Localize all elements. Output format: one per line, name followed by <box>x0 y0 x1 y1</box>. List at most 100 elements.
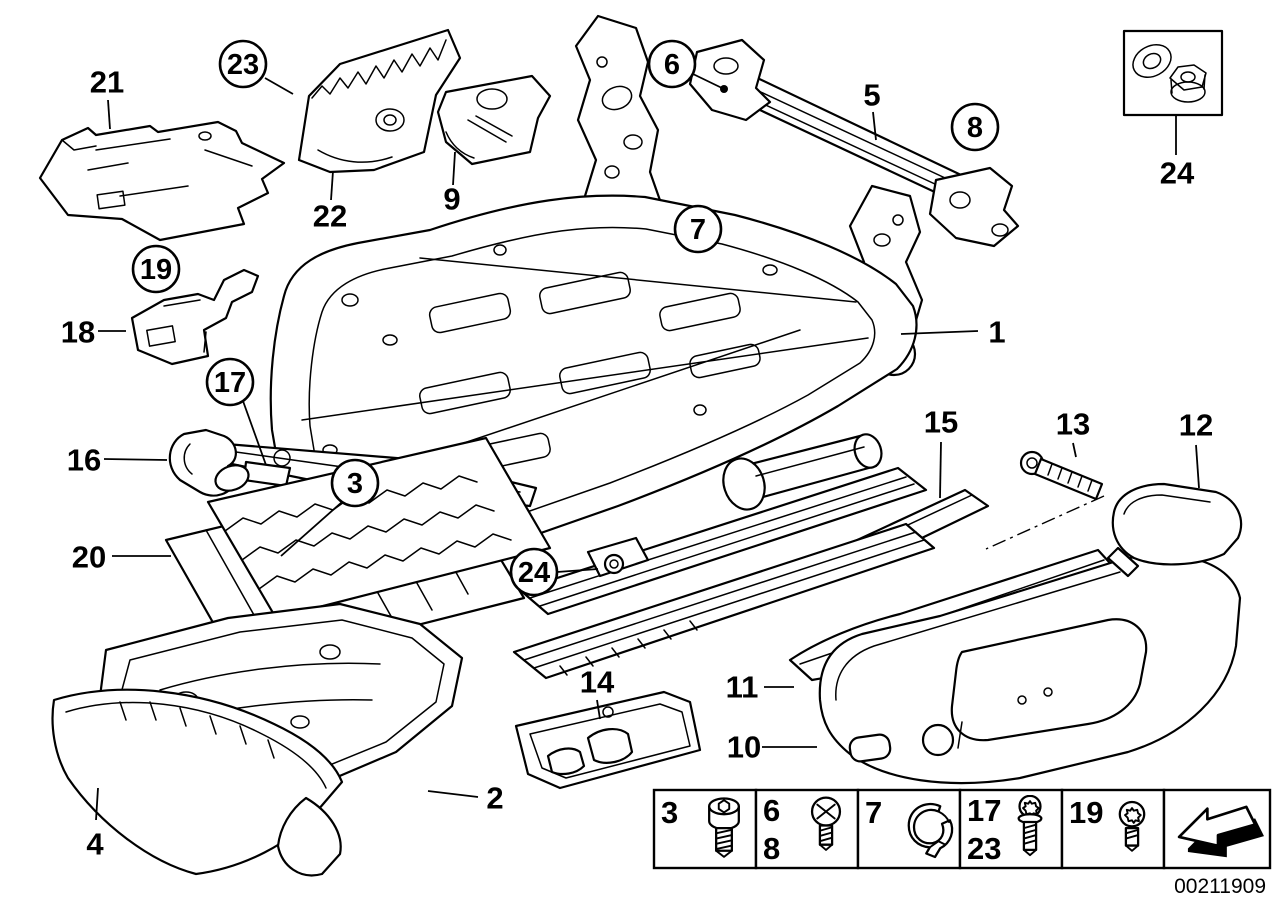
nav-arrow-box[interactable] <box>1162 788 1272 870</box>
legend-cell-7[interactable]: 7 <box>856 788 962 870</box>
legend-cell-6-8[interactable]: 68 <box>754 788 860 870</box>
legend-cell-3[interactable]: 3 <box>652 788 758 870</box>
callout-15[interactable]: 15 <box>924 405 958 499</box>
callout-21[interactable]: 21 <box>90 65 124 130</box>
bracket-18-drawing <box>130 268 260 366</box>
callout-label: 14 <box>580 665 615 700</box>
callout-circle <box>218 39 268 89</box>
leader-dot <box>720 85 728 93</box>
callout-label: 24 <box>1160 156 1195 191</box>
callout-5[interactable]: 5 <box>863 78 881 141</box>
callout-19[interactable]: 19 <box>131 244 181 294</box>
leader-line <box>103 458 168 461</box>
callout-label: 7 <box>690 214 706 246</box>
callout-13[interactable]: 13 <box>1056 407 1090 458</box>
leader-line <box>330 170 334 201</box>
callout-label: 16 <box>67 443 101 478</box>
fastener-box-24-drawing <box>1122 29 1224 117</box>
callout-2[interactable]: 2 <box>427 781 504 816</box>
legend-cell-border <box>1060 788 1166 870</box>
callout-20[interactable]: 20 <box>72 540 171 575</box>
callout-label: 12 <box>1179 408 1213 443</box>
callout-circle <box>647 39 697 89</box>
brace-bracket-8-drawing <box>928 166 1020 248</box>
callout-18[interactable]: 18 <box>61 315 126 350</box>
callout-circle <box>330 458 380 508</box>
callout-label: 17 <box>214 367 246 399</box>
trim-panel-22-drawing <box>297 28 462 174</box>
callout-1[interactable]: 1 <box>900 315 1006 350</box>
callout-4[interactable]: 4 <box>86 787 104 862</box>
callout-circle <box>509 547 559 597</box>
callout-10[interactable]: 10 <box>727 730 817 765</box>
washer-icon <box>1132 44 1172 78</box>
callout-label: 2 <box>486 781 503 816</box>
callout-3[interactable]: 3 <box>280 458 380 557</box>
leader-line <box>107 99 111 130</box>
seat-motor-drawing <box>722 433 883 511</box>
cross-brace-5-drawing <box>688 38 1020 248</box>
leader-line <box>264 77 294 95</box>
callout-label: 1 <box>988 315 1005 350</box>
callout-24[interactable]: 24 <box>509 547 599 597</box>
callout-label: 24 <box>518 557 550 589</box>
leader-line <box>1195 444 1200 489</box>
callout-23[interactable]: 23 <box>218 39 294 95</box>
legend-part-number: 6 <box>763 793 780 828</box>
callout-label: 9 <box>443 182 460 217</box>
legend-part-number: 7 <box>865 795 882 830</box>
leader-line <box>1072 442 1077 458</box>
callout-8[interactable]: 8 <box>950 102 1000 152</box>
callout-22[interactable]: 22 <box>313 170 347 234</box>
seat-rail-inner-drawing <box>518 466 928 616</box>
callout-9[interactable]: 9 <box>443 151 461 217</box>
callout-circle <box>205 357 255 407</box>
callout-14[interactable]: 14 <box>580 665 615 720</box>
flange-nut-icon <box>1169 64 1207 91</box>
legend-cell-border <box>958 788 1064 870</box>
callout-17[interactable]: 17 <box>205 357 267 466</box>
bolt-13-drawing <box>985 450 1105 550</box>
leader-line <box>692 73 725 90</box>
callout-label: 3 <box>347 468 363 500</box>
front-trim-4-drawing <box>51 688 344 877</box>
callout-label: 6 <box>664 49 680 81</box>
side-panel-10-drawing <box>818 553 1242 785</box>
callout-label: 15 <box>924 405 958 440</box>
legend-part-number: 17 <box>967 793 1001 828</box>
callout-6[interactable]: 6 <box>647 39 728 93</box>
legend-cell-border <box>652 788 758 870</box>
legend-cell-19[interactable]: 19 <box>1060 788 1166 870</box>
callout-11[interactable]: 11 <box>726 670 794 705</box>
handle-cover-12-drawing <box>1106 482 1243 578</box>
callout-label: 11 <box>726 670 759 705</box>
callout-16[interactable]: 16 <box>67 443 168 478</box>
leader-line <box>280 501 343 557</box>
leader-line <box>427 790 479 798</box>
callout-label: 19 <box>140 254 172 286</box>
legend-part-number: 23 <box>967 831 1001 866</box>
callout-label: 13 <box>1056 407 1090 442</box>
clamp-16-drawing <box>168 428 250 497</box>
callout-circle <box>131 244 181 294</box>
legend-part-number: 19 <box>1069 795 1103 830</box>
leader-line <box>900 330 979 335</box>
leader-line <box>242 400 267 466</box>
callout-label: 21 <box>90 65 124 100</box>
callout-label: 23 <box>227 49 259 81</box>
callout-12[interactable]: 12 <box>1179 408 1213 489</box>
callout-24[interactable]: 24 <box>1160 116 1195 191</box>
callout-label: 4 <box>86 827 104 862</box>
brace-bracket-6-drawing <box>688 38 772 122</box>
spring-mat-3-drawing <box>206 436 552 620</box>
callout-7[interactable]: 7 <box>673 204 723 254</box>
exploded-drawing <box>38 14 1243 877</box>
diagram-image-number: 00211909 <box>1174 875 1266 898</box>
callout-circle <box>950 102 1000 152</box>
callout-label: 18 <box>61 315 95 350</box>
